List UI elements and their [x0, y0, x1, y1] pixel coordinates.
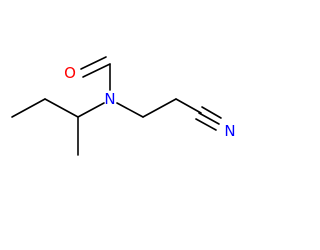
- bond-triple-middle: [198, 112, 220, 125]
- bond-triple-lower: [195, 118, 217, 131]
- nitrile-nitrogen-label: N: [224, 122, 235, 140]
- bond-ch2-nitrile-carbon: [175, 98, 202, 114]
- bond-methine-nitrogen: [77, 102, 105, 118]
- bond-nitrogen-ch2: [116, 102, 144, 118]
- bond-ethyl-ch3: [11, 98, 46, 118]
- bond-carbonyl-single: [82, 63, 111, 78]
- bond-ethyl-ch2: [44, 98, 79, 118]
- bond-ch2-ch2: [142, 98, 177, 118]
- bond-triple-upper: [201, 106, 222, 119]
- molecule-canvas: O N N: [11, 56, 236, 156]
- oxygen-atom-label: O: [64, 64, 76, 82]
- structure-diagram: O N N: [11, 56, 236, 156]
- bond-carbonyl-double: [80, 56, 107, 70]
- amide-nitrogen-label: N: [104, 90, 115, 108]
